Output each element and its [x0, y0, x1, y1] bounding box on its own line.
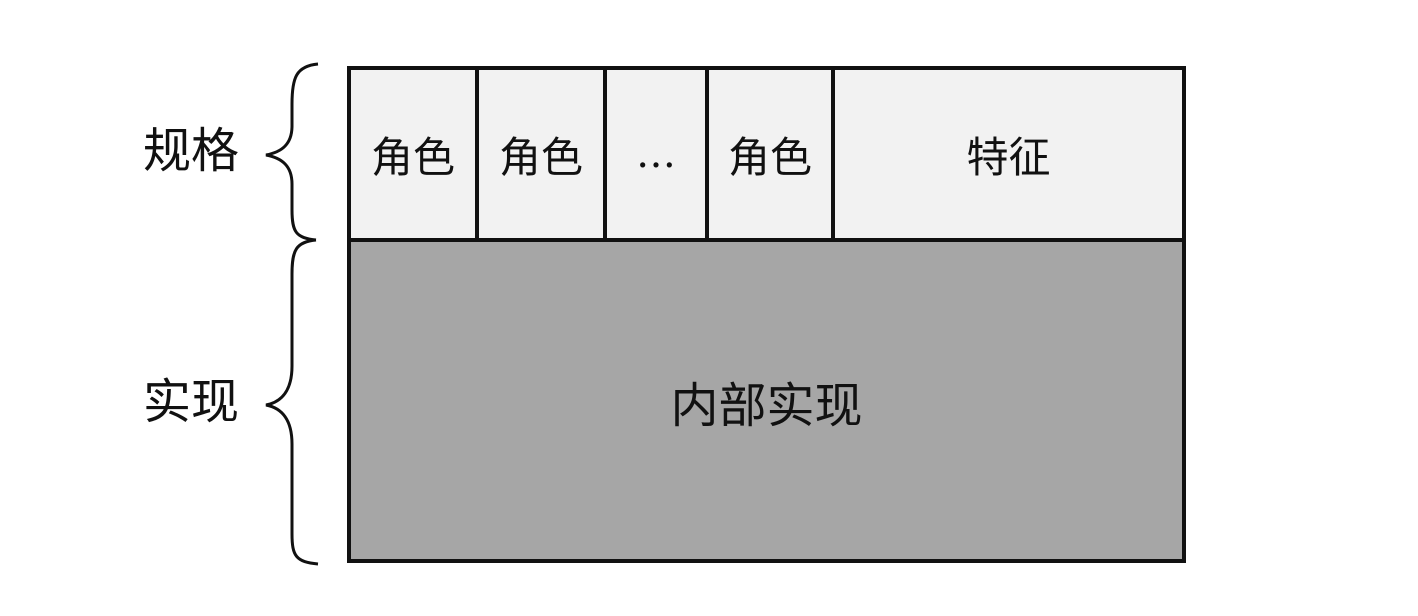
impl-brace [265, 238, 319, 566]
spec-row: 角色 角色 … 角色 特征 [347, 66, 1186, 242]
role-cell-2: 角色 [479, 70, 607, 238]
spec-brace [265, 62, 319, 242]
spec-label: 规格 [142, 123, 239, 179]
role-cell-3: 角色 [709, 70, 835, 238]
role-cell-1: 角色 [351, 70, 479, 238]
ellipsis-cell: … [607, 70, 709, 238]
internal-implementation-text: 内部实现 [670, 377, 863, 434]
brace-icon [265, 62, 319, 566]
feature-cell: 特征 [966, 132, 1051, 182]
impl-label: 实现 [142, 374, 239, 430]
internal-implementation-box: 内部实现 [347, 238, 1186, 563]
